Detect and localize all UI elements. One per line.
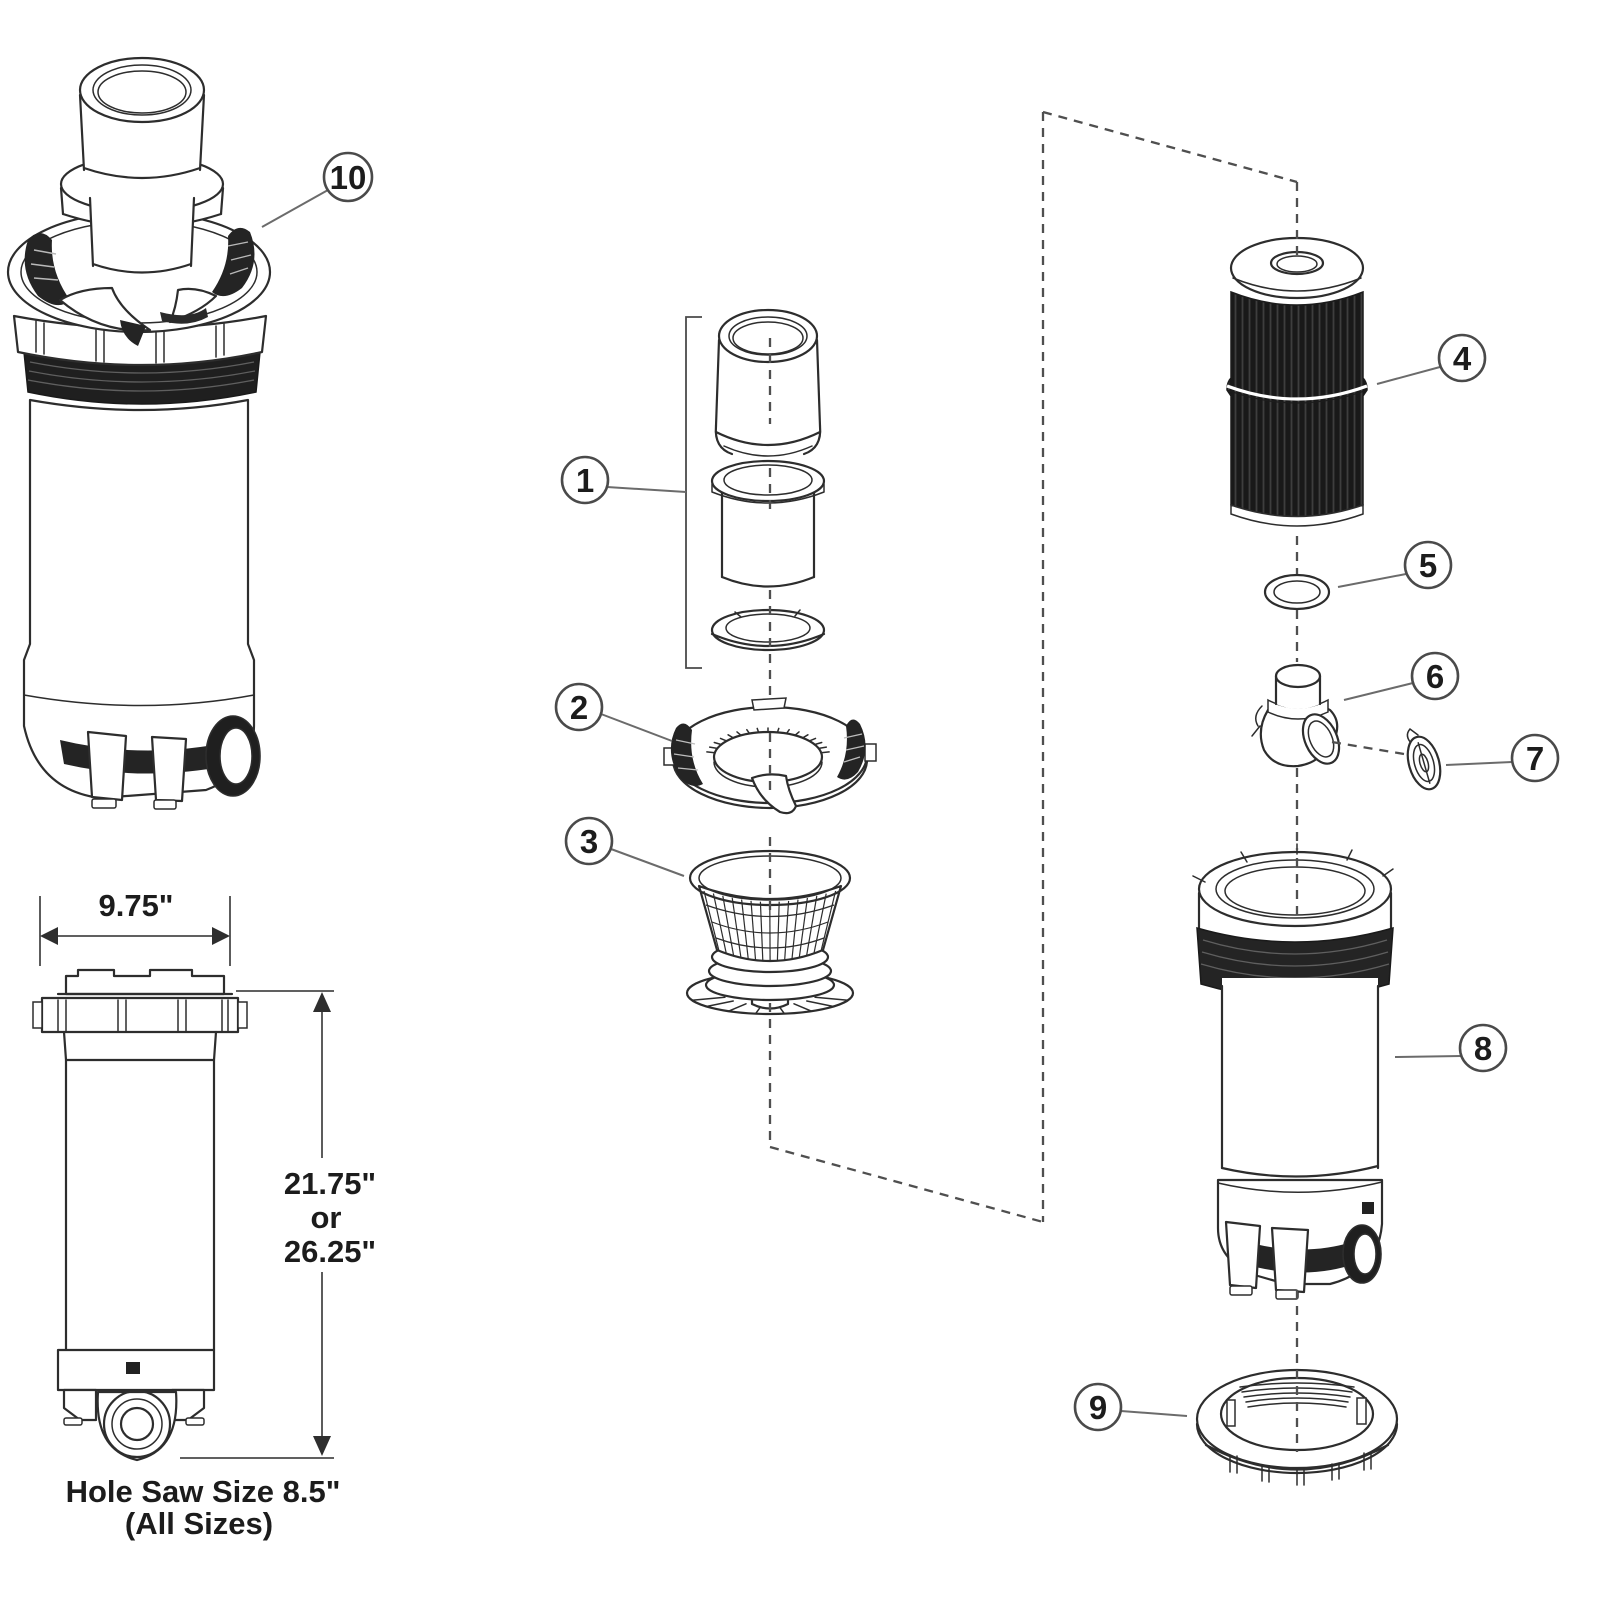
- callout-2-number: 2: [570, 689, 588, 726]
- callout-6-circle: [1410, 651, 1460, 701]
- callout-3-circle: [564, 816, 614, 866]
- part-8-filter-tank: [1192, 843, 1394, 1300]
- part-1-adapter-fittings-group: [685, 308, 826, 669]
- height-dimension-line1: 21.75": [284, 1166, 376, 1201]
- lid-handle: [168, 287, 218, 324]
- ring-lock-lug: [670, 723, 703, 786]
- side-body: [64, 1058, 216, 1352]
- callout-6-number: 6: [1426, 658, 1444, 695]
- side-leg: [62, 1388, 98, 1422]
- cartridge-pleats: [1226, 290, 1368, 518]
- lid-emboss-text: [160, 308, 208, 324]
- height-dimension-line2: or: [311, 1200, 342, 1235]
- lid-lock-lug: [212, 227, 255, 297]
- height-dimension: 21.75" or 26.25": [180, 990, 376, 1459]
- callout-8-circle: [1458, 1023, 1508, 1073]
- callout-6: 6: [1410, 651, 1460, 701]
- callout-9: 9: [1073, 1382, 1123, 1432]
- elbow-outlet: [1301, 713, 1341, 765]
- side-port-housing: [96, 1390, 178, 1462]
- callout-7-number: 7: [1526, 740, 1544, 777]
- assembled-filter-front-view: [6, 56, 272, 810]
- callout-2-circle: [554, 682, 604, 732]
- tank-leg: [1224, 1220, 1262, 1290]
- callout-5: 5: [1403, 540, 1453, 590]
- callout-1-circle: [560, 455, 610, 505]
- union-pipe: [78, 56, 206, 180]
- callout-4-circle: [1437, 333, 1487, 383]
- hole-saw-note-line2: (All Sizes): [125, 1506, 273, 1541]
- callout-3-number: 3: [580, 823, 598, 860]
- tank-leg: [1270, 1226, 1310, 1294]
- callout-10-number: 10: [330, 159, 367, 196]
- height-dimension-line3: 26.25": [284, 1234, 376, 1269]
- callout-1: 1: [560, 455, 610, 505]
- lid-handle: [58, 286, 152, 332]
- ring-tab: [750, 773, 798, 815]
- assembly-centerline: [768, 110, 1405, 1452]
- callout-7-circle: [1510, 733, 1560, 783]
- callouts: 1 2 3 4 5 6 7: [261, 151, 1560, 1432]
- callout-10-circle: [322, 151, 374, 203]
- part-5-o-ring: [1263, 573, 1331, 611]
- width-dimension: 9.75": [39, 888, 231, 966]
- callout-3: 3: [564, 816, 614, 866]
- group-bracket: [685, 316, 702, 669]
- part-6-bypass-elbow: [1251, 663, 1341, 768]
- part-3-strainer-basket: [685, 849, 855, 1016]
- callout-1-number: 1: [576, 462, 594, 499]
- lid-wedge: [120, 320, 146, 346]
- support-leg: [150, 735, 188, 803]
- ring-tab: [751, 697, 787, 711]
- hole-saw-note-line1: Hole Saw Size 8.5": [66, 1474, 341, 1509]
- ring-threads: [1239, 1382, 1355, 1408]
- dimensioned-side-view: 9.75" 21.75" or 26.25" Hole Saw Size 8.5…: [32, 888, 376, 1541]
- neck-rim-tabs: [1192, 843, 1394, 883]
- callout-2: 2: [554, 682, 604, 732]
- callout-4: 4: [1437, 333, 1487, 383]
- callout-9-circle: [1073, 1382, 1123, 1432]
- side-lock-ring: [40, 996, 240, 1034]
- hole-saw-note: Hole Saw Size 8.5" (All Sizes): [66, 1474, 341, 1541]
- callout-5-number: 5: [1419, 547, 1437, 584]
- part-4-filter-cartridge: [1226, 236, 1368, 534]
- callout-5-circle: [1403, 540, 1453, 590]
- callout-4-number: 4: [1453, 340, 1472, 377]
- side-lid-cap: [64, 968, 226, 996]
- width-dimension-label: 9.75": [98, 888, 173, 923]
- callout-8: 8: [1458, 1023, 1508, 1073]
- callout-10: 10: [322, 151, 374, 203]
- callout-8-number: 8: [1474, 1030, 1492, 1067]
- callout-9-number: 9: [1089, 1389, 1107, 1426]
- part-7-drain-cap: [1406, 727, 1442, 791]
- support-leg: [86, 730, 128, 802]
- callout-7: 7: [1510, 733, 1560, 783]
